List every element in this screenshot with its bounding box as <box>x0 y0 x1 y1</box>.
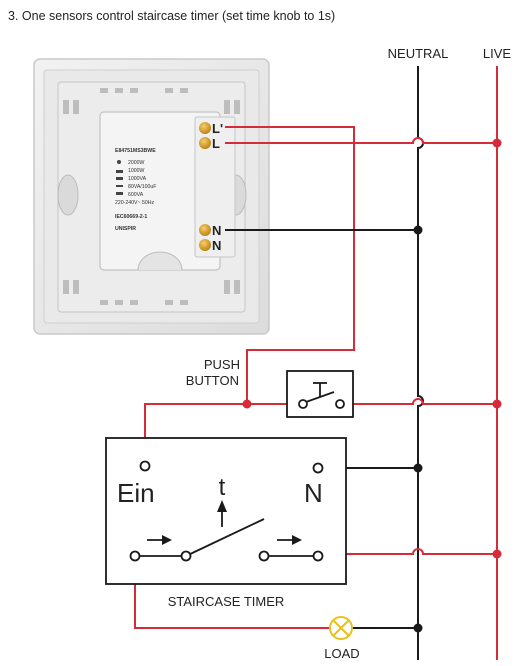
push-button-symbol <box>286 370 354 418</box>
terminal-l-label: L <box>212 136 220 151</box>
terminal-n-1 <box>199 224 211 236</box>
motion-sensor-image: E84751MS3BWE 2000W 1000W 1000VA 80VA/100… <box>33 58 270 335</box>
sensor-voltage: 220-240V~ 50Hz <box>115 200 154 206</box>
load-label: LOAD <box>324 646 359 661</box>
wire-push-button-to-live <box>344 398 497 405</box>
wire-l-to-live <box>225 137 497 144</box>
wire-timer-to-live <box>318 548 497 555</box>
wire-l-prime-to-push-button <box>225 126 355 404</box>
lamp-icon <box>329 616 353 640</box>
neutral-rail <box>417 66 424 660</box>
terminal-n-2 <box>199 239 211 251</box>
terminal-l-prime <box>199 122 211 134</box>
junction-dots <box>242 138 502 633</box>
sensor-standard: IEC60669-2-1 <box>115 214 147 220</box>
sensor-rating-5: 600VA <box>128 192 144 198</box>
sensor-rating-2: 1000W <box>128 168 145 174</box>
timer-t-label: t <box>219 474 226 501</box>
terminal-l-prime-label: L' <box>212 121 223 136</box>
push-button-label-2: BUTTON <box>186 373 239 388</box>
sensor-rating-3: 1000VA <box>128 176 147 182</box>
sensor-rating-1: 2000W <box>128 160 145 166</box>
staircase-timer-label: STAIRCASE TIMER <box>168 594 285 609</box>
staircase-timer-box <box>105 437 347 585</box>
terminal-n-label-1: N <box>212 223 221 238</box>
terminal-l <box>199 137 211 149</box>
diagram-title: 3. One sensors control staircase timer (… <box>8 9 336 23</box>
live-label: LIVE <box>483 46 512 61</box>
push-button-label-1: PUSH <box>204 357 240 372</box>
sensor-brand: UNISPIR <box>115 226 136 232</box>
terminal-n-label-2: N <box>212 238 221 253</box>
neutral-label: NEUTRAL <box>388 46 449 61</box>
timer-n-label: N <box>304 478 323 508</box>
sensor-rating-4: 80VA/100uF <box>128 184 156 190</box>
timer-ein-label: Ein <box>117 478 155 508</box>
sensor-model: E84751MS3BWE <box>115 148 156 154</box>
